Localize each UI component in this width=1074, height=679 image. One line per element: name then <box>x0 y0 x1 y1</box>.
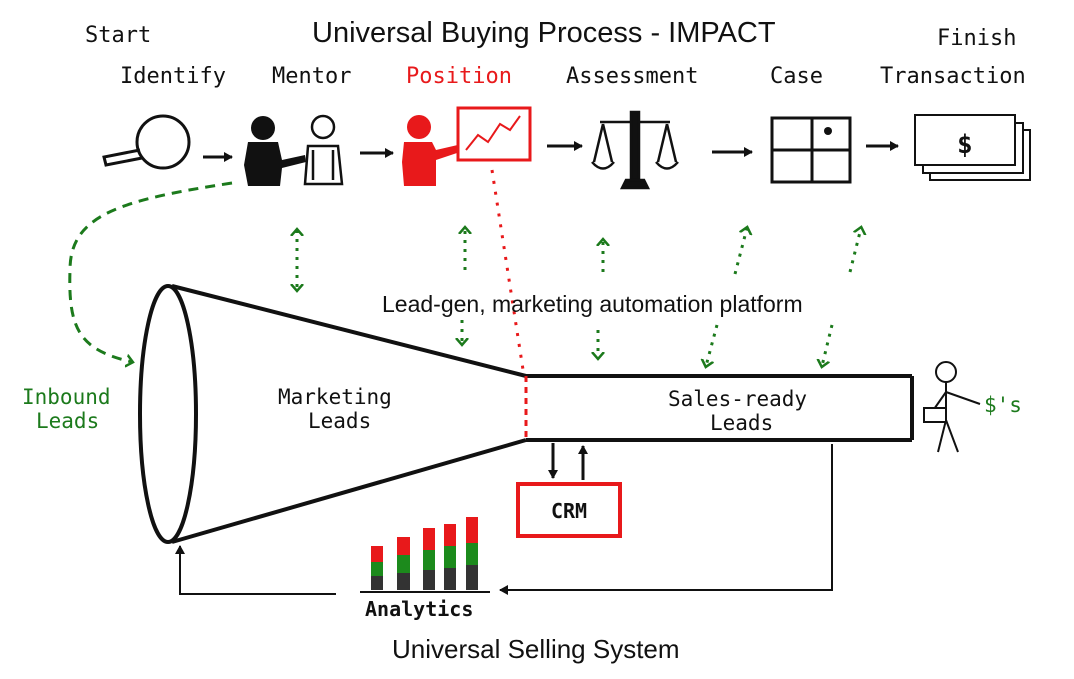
step-label-mentor: Mentor <box>272 64 351 89</box>
platform-link-transaction-down <box>822 324 834 366</box>
presenter-icon <box>402 106 532 186</box>
money-symbol: $ <box>957 130 973 160</box>
step-label-position: Position <box>406 64 512 89</box>
sales-ready-box <box>526 374 914 442</box>
grid-icon <box>770 116 852 184</box>
position-divider <box>490 169 526 377</box>
inbound-leads-line2: Leads <box>36 409 99 433</box>
platform-link-case-down <box>706 324 719 366</box>
analytics-bar-5 <box>466 517 478 590</box>
magnifier-icon <box>102 114 191 170</box>
marketing-leads-line1: Marketing <box>278 385 392 409</box>
sales-leads-line1: Sales-ready <box>668 387 807 411</box>
diagram-title: Universal Buying Process - IMPACT <box>312 17 776 49</box>
crm-box <box>516 482 622 538</box>
platform-link-transaction-up <box>848 228 861 273</box>
step-label-assessment: Assessment <box>566 64 698 89</box>
funnel-shape <box>138 284 527 544</box>
step-label-transaction: Transaction <box>880 64 1026 89</box>
step-label-identify: Identify <box>120 64 226 89</box>
feedback-loop-left <box>175 545 336 595</box>
dollars-label: $'s <box>984 393 1022 417</box>
analytics-bar-3 <box>423 528 435 590</box>
marketing-leads-line2: Leads <box>308 409 371 433</box>
start-label: Start <box>85 23 151 48</box>
money-icon <box>914 114 1031 181</box>
analytics-bar-2 <box>397 537 410 590</box>
platform-link-case-up <box>733 228 747 275</box>
analytics-bar-1 <box>371 546 383 590</box>
step-label-case: Case <box>770 64 823 89</box>
inbound-leads-line1: Inbound <box>22 385 111 409</box>
crm-label: CRM <box>551 499 587 523</box>
analytics-chart <box>360 517 490 593</box>
finish-label: Finish <box>937 26 1016 51</box>
sales-leads-line2: Leads <box>710 411 773 435</box>
feedback-loop-right <box>499 444 833 595</box>
platform-label: Lead-gen, marketing automation platform <box>382 291 803 317</box>
mentor-people-icon <box>244 114 344 186</box>
scale-icon <box>591 110 679 190</box>
inbound-connector <box>68 181 233 362</box>
analytics-label: Analytics <box>365 597 473 621</box>
analytics-bar-4 <box>444 524 456 590</box>
footer-title: Universal Selling System <box>392 634 680 664</box>
salesperson-icon <box>923 361 981 453</box>
